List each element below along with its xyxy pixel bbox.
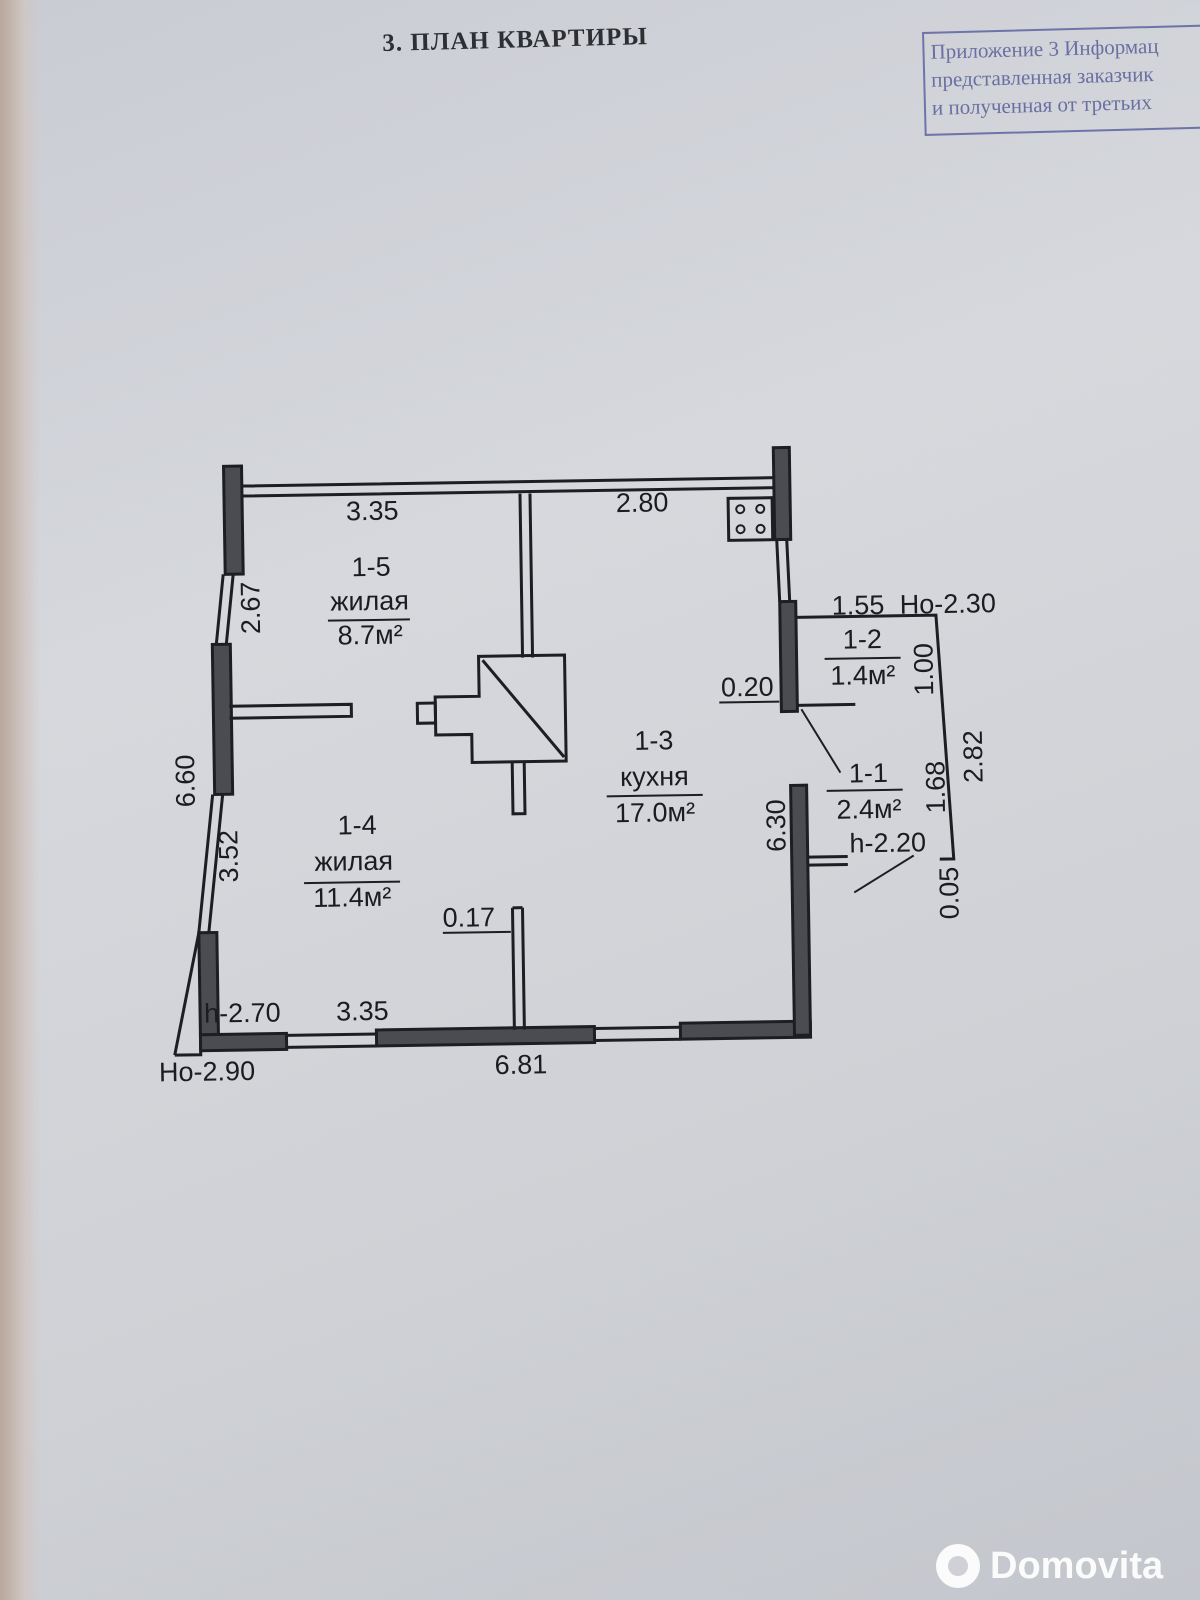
- room-area: 8.7м²: [337, 620, 403, 651]
- partition-vertical-bottom: [510, 907, 526, 1030]
- dim-bottom-total: 6.81: [494, 1049, 547, 1080]
- room-number: 1-5: [351, 552, 390, 583]
- room-type: жилая: [330, 585, 409, 616]
- dim-left-lower: 3.52: [213, 830, 244, 883]
- bath-divider: [797, 702, 856, 707]
- watermark: Domovita: [936, 1538, 1163, 1594]
- stove: [433, 653, 568, 764]
- bath-door-lines: [807, 855, 848, 867]
- room-area: 2.4м²: [836, 794, 902, 825]
- room-type: кухня: [620, 761, 689, 792]
- dim-left-total: 6.60: [170, 754, 201, 807]
- partition-horizontal: [229, 702, 353, 720]
- room-number: 1-1: [849, 758, 888, 789]
- wall-left-top: [221, 464, 245, 576]
- height-ho-main: Ho-2.90: [159, 1056, 256, 1088]
- height-ho-bath: Ho-2.30: [900, 588, 997, 620]
- dim-partition: 0.17: [442, 902, 495, 933]
- area-underline: [304, 618, 903, 885]
- partition-vertical-top: [518, 493, 535, 658]
- wall-bottom-mid: [374, 1025, 597, 1048]
- dim-bath-282: 2.82: [958, 730, 989, 783]
- wall-top: [239, 476, 776, 498]
- cooktop: [726, 496, 775, 542]
- watermark-text: Domovita: [990, 1544, 1164, 1587]
- wall-bottom-right: [678, 1019, 813, 1041]
- walls: [173, 445, 956, 1057]
- room-type: жилая: [314, 846, 393, 877]
- wall-left-base: [174, 1042, 203, 1057]
- wall-right-mid: [778, 599, 799, 714]
- room-area: 1.4м²: [830, 660, 896, 691]
- page-edge: [0, 0, 40, 1600]
- watermark-logo-icon: [936, 1544, 980, 1588]
- dim-020: 0.20: [721, 672, 774, 703]
- dim-bottom-inner: 3.35: [336, 996, 389, 1027]
- dim-right-kitchen: 6.30: [761, 799, 792, 852]
- room-area: 11.4м²: [313, 882, 392, 913]
- room-number: 1-4: [337, 810, 376, 841]
- dim-bath-168: 1.68: [920, 761, 951, 814]
- window-bottom-2: [594, 1025, 681, 1043]
- dim-bath-005: 0.05: [934, 866, 965, 919]
- room-area: 17.0м²: [615, 797, 696, 828]
- wall-left-outer: [173, 932, 201, 1056]
- bath-outline: [795, 613, 956, 861]
- wall-right-lower: [789, 783, 813, 1037]
- stove-diagonal: [481, 659, 566, 758]
- window-bottom-1: [286, 1032, 377, 1049]
- leader-line: [800, 708, 915, 894]
- height-h-bath: h-2.20: [849, 827, 926, 858]
- window-left-1: [214, 574, 235, 645]
- dim-top-left: 3.35: [346, 496, 399, 527]
- dim-bath-100: 1.00: [908, 643, 939, 696]
- height-h-main: h-2.70: [204, 997, 281, 1028]
- dim-top-right: 2.80: [616, 487, 669, 518]
- dim-underline: [442, 700, 780, 934]
- dim-left-upper: 2.67: [235, 581, 266, 634]
- stove-vent: [415, 701, 438, 725]
- window-right: [775, 539, 792, 602]
- dim-bath-width: 1.55: [832, 590, 885, 621]
- wall-right-top: [771, 445, 793, 542]
- room-number: 1-2: [843, 624, 882, 655]
- room-number: 1-3: [634, 725, 673, 756]
- cooktop-burners: [735, 503, 766, 535]
- stove-leg: [510, 761, 527, 816]
- wall-bottom-left: [198, 1031, 289, 1053]
- window-left-2: [197, 794, 225, 933]
